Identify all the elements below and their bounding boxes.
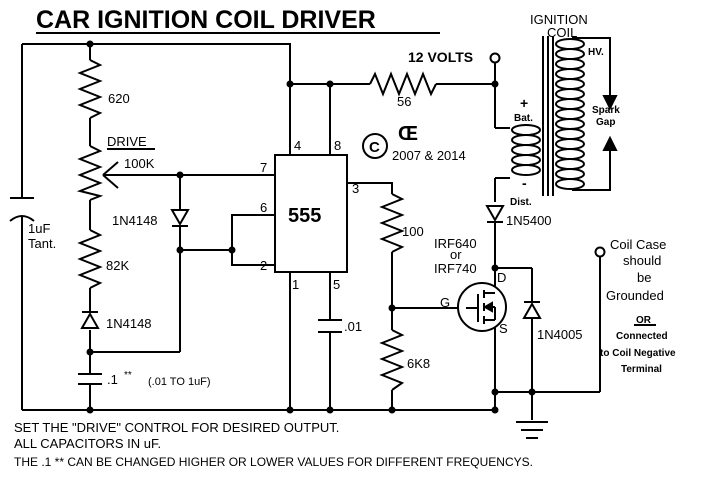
diode-1n4148-b-label: 1N4148 (106, 316, 152, 331)
resistor-56 (369, 71, 437, 97)
diode-1n4005 (522, 301, 542, 319)
diode-1n4005-label: 1N4005 (537, 327, 583, 342)
mosfet-label-1: IRF640 (434, 236, 477, 251)
cap-timing-note: (.01 TO 1uF) (148, 376, 211, 388)
junction-dots (86, 40, 536, 414)
hv-label: HV. (588, 47, 604, 58)
ground-symbol (516, 421, 548, 439)
terminals (489, 52, 606, 258)
page-title: CAR IGNITION COIL DRIVER (36, 6, 376, 34)
mosfet-label-2: IRF740 (434, 261, 477, 276)
r100-label: 100 (402, 224, 424, 239)
minus-sign: - (522, 175, 527, 191)
copyright-years: 2007 & 2014 (392, 148, 466, 163)
mosfet-label-or: or (450, 247, 462, 262)
copyright-circle (362, 133, 388, 159)
gap-label: Gap (596, 117, 615, 128)
drain-label: D (497, 270, 506, 285)
diode-1n5400 (485, 205, 505, 223)
case-note-line5: Connected (616, 331, 668, 342)
pot-100k-label: 100K (124, 156, 155, 171)
note-line2: ALL CAPACITORS IN uF. (14, 436, 161, 451)
case-note-line1: Coil Case (610, 237, 666, 252)
r82k-label: 82K (106, 258, 129, 273)
case-note-line7: Terminal (621, 364, 662, 375)
case-note-line3: be (637, 270, 651, 285)
resistor-82k (77, 229, 103, 289)
supply-label: 12 VOLTS (408, 49, 473, 65)
resistor-620 (77, 59, 103, 119)
drive-label: DRIVE (107, 134, 147, 149)
potentiometer-wiper-arrow (102, 161, 119, 189)
spark-label: Spark (592, 105, 620, 116)
note-line1: SET THE "DRIVE" CONTROL FOR DESIRED OUTP… (14, 420, 339, 435)
cap-timing-mark: ** (124, 370, 132, 381)
pin-1-label: 1 (292, 277, 299, 292)
potentiometer-100k (76, 145, 104, 201)
pin-5-label: 5 (333, 277, 340, 292)
bat-label: Bat. (514, 113, 533, 124)
plus-sign: + (520, 95, 528, 111)
pin-6-label: 6 (260, 200, 267, 215)
resistor-100 (379, 193, 405, 253)
gate-label: G (440, 295, 450, 310)
ic-555-label: 555 (288, 205, 321, 227)
cap-01-label: .01 (344, 319, 362, 334)
pin-8-label: 8 (334, 138, 341, 153)
cap-tant-value: 1uF (28, 221, 50, 236)
mosfet (457, 282, 507, 332)
pin-4-label: 4 (294, 138, 301, 153)
ignition-coil (511, 36, 585, 196)
cap-timing-label: .1 (107, 372, 118, 387)
coil-label-ignition: IGNITION (530, 12, 588, 27)
pin-3-label: 3 (352, 181, 359, 196)
r620-label: 620 (108, 91, 130, 106)
case-note-or: OR (636, 315, 652, 326)
ic-555-body (274, 154, 348, 273)
spark-gap (602, 95, 618, 151)
dist-label: Dist. (510, 197, 532, 208)
r6k8-label: 6K8 (407, 356, 430, 371)
diode-1n4148-b (80, 311, 100, 329)
case-note-line2: should (623, 253, 661, 268)
cap-tant-type: Tant. (28, 236, 56, 251)
capacitor-01 (318, 319, 342, 333)
resistor-6k8 (379, 329, 405, 391)
diode-1n5400-label: 1N5400 (506, 213, 552, 228)
wiring (21, 37, 611, 420)
copyright-symbol: C (369, 139, 380, 156)
source-label: S (499, 321, 508, 336)
r56-label: 56 (397, 94, 411, 109)
pin-7-label: 7 (260, 160, 267, 175)
coil-label-coil: COIL (547, 25, 577, 40)
capacitor-timing (78, 373, 102, 385)
pin-2-label: 2 (260, 258, 267, 273)
case-note-line4: Grounded (606, 288, 664, 303)
case-note-line6: to Coil Negative (600, 348, 676, 359)
diode-1n4148-a-label: 1N4148 (112, 213, 158, 228)
capacitor-1uf-tantalum (9, 197, 35, 222)
note-line3: THE .1 ** CAN BE CHANGED HIGHER OR LOWER… (14, 455, 533, 469)
oe-logo: Œ (398, 123, 418, 145)
diode-1n4148-a (170, 209, 190, 227)
